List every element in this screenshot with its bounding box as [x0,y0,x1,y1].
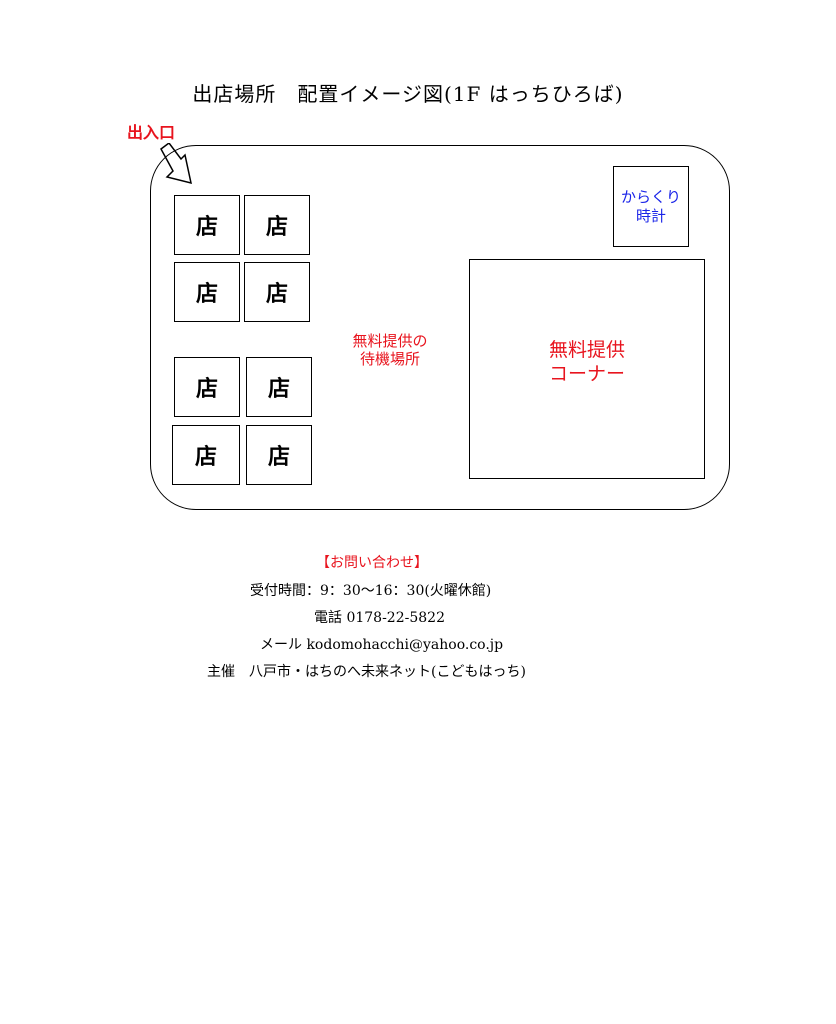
stall-1: 店 [174,195,240,255]
stall-label: 店 [195,215,218,240]
stall-label: 店 [265,215,288,240]
clock-label-line1: からくり [620,187,681,206]
karakuri-clock-box: からくり 時計 [613,166,689,247]
stall-label: 店 [195,282,218,307]
stall-label: 店 [267,445,290,470]
stall-3: 店 [174,262,240,322]
contact-organizer: 主催 八戸市・はちのへ未来ネット(こどもはっち) [207,664,526,680]
hall-floor-area [150,145,730,510]
waiting-label-line2: 待機場所 [359,350,420,368]
stall-6: 店 [246,357,312,417]
stall-label: 店 [267,377,290,402]
stall-label: 店 [265,282,288,307]
stall-5: 店 [174,357,240,417]
waiting-label-line1: 無料提供の [352,332,428,350]
stall-8: 店 [246,425,312,485]
free-corner-line1: 無料提供 [548,339,625,361]
stall-label: 店 [195,377,218,402]
contact-email: メール kodomohacchi@yahoo.co.jp [260,637,504,653]
entrance-label: 出入口 [127,123,176,142]
stall-7: 店 [172,425,240,485]
contact-hours: 受付時間：9：30〜16：30(火曜休館) [250,583,492,599]
waiting-area-label: 無料提供の 待機場所 [330,332,450,368]
stall-2: 店 [244,195,310,255]
contact-heading: 【お問い合わせ】 [316,555,428,571]
free-corner-line2: コーナー [548,363,625,385]
page-title: 出店場所 配置イメージ図(1F はっちひろば) [192,82,624,106]
contact-phone: 電話 0178-22-5822 [314,610,445,626]
clock-label-line2: 時計 [635,206,666,225]
free-corner-box: 無料提供 コーナー [469,259,705,479]
stall-4: 店 [244,262,310,322]
stall-label: 店 [194,445,217,470]
